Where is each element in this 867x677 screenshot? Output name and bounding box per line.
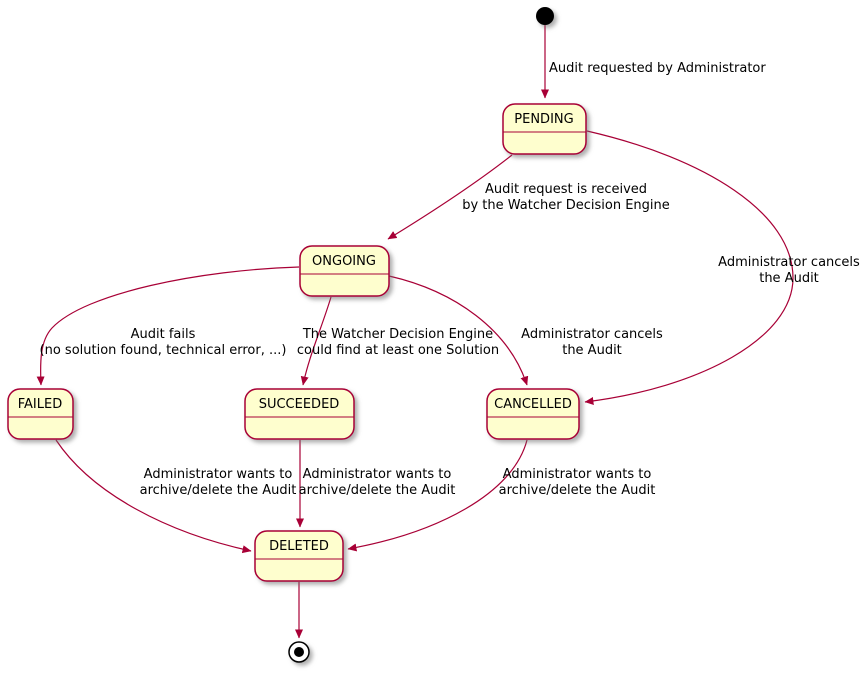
state-succeeded-label: SUCCEEDED [259, 397, 340, 412]
edge-label-ongoing-to-cancelled-line2: the Audit [562, 343, 622, 358]
edge-label-pending-to-cancelled-line1: Administrator cancels [718, 255, 860, 270]
edge-ongoing-to-cancelled [388, 275, 529, 386]
edge-label-ongoing-to-cancelled-line1: Administrator cancels [521, 327, 663, 342]
edge-label-pending-to-cancelled-line2: the Audit [759, 271, 819, 286]
state-ongoing: ONGOING [299, 245, 390, 297]
edge-label-ongoing-to-failed-line1: Audit fails [131, 327, 196, 342]
state-failed-label: FAILED [18, 397, 62, 412]
edge-labels: Audit requested by Administrator Audit r… [40, 61, 861, 498]
edge-label-pending-to-ongoing-line2: by the Watcher Decision Engine [462, 198, 670, 213]
state-failed-box [7, 388, 74, 440]
state-ongoing-box [299, 245, 390, 297]
state-cancelled: CANCELLED [486, 388, 580, 440]
edge-label-succeeded-to-deleted-line1: Administrator wants to [303, 467, 452, 482]
state-succeeded: SUCCEEDED [244, 388, 355, 440]
edge-cancelled-to-deleted [347, 439, 528, 552]
edge-pending-to-ongoing [387, 154, 513, 240]
state-pending-box [502, 103, 587, 155]
edge-label-succeeded-to-deleted-line2: archive/delete the Audit [299, 483, 456, 498]
state-deleted-label: DELETED [269, 539, 329, 554]
edges [36, 25, 794, 639]
edge-label-ongoing-to-succeeded-line2: could find at least one Solution [297, 343, 499, 358]
edge-ongoing-to-succeeded [300, 296, 332, 386]
state-succeeded-box [244, 388, 355, 440]
edge-label-ongoing-to-failed-line2: (no solution found, technical error, ...… [40, 343, 287, 358]
edge-label-pending-to-ongoing-line1: Audit request is received [485, 182, 647, 197]
edge-label-failed-to-deleted-line2: archive/delete the Audit [140, 483, 297, 498]
final-state-node [288, 641, 310, 663]
edge-pending-to-cancelled [584, 130, 794, 405]
edge-ongoing-to-failed [36, 266, 300, 386]
edge-label-start-to-pending: Audit requested by Administrator [549, 61, 766, 76]
edge-label-cancelled-to-deleted-line2: archive/delete the Audit [499, 483, 656, 498]
initial-state-dot [536, 7, 554, 25]
state-deleted: DELETED [254, 530, 344, 582]
state-pending: PENDING [502, 103, 587, 155]
final-state-inner-dot [294, 647, 304, 657]
edge-label-cancelled-to-deleted-line1: Administrator wants to [503, 467, 652, 482]
edge-label-failed-to-deleted-line1: Administrator wants to [144, 467, 293, 482]
state-cancelled-label: CANCELLED [494, 397, 572, 412]
state-ongoing-label: ONGOING [312, 254, 376, 269]
state-cancelled-box [486, 388, 580, 440]
state-failed: FAILED [7, 388, 74, 440]
state-pending-label: PENDING [514, 112, 573, 127]
edge-label-ongoing-to-succeeded-line1: The Watcher Decision Engine [302, 327, 493, 342]
state-deleted-box [254, 530, 344, 582]
edge-failed-to-deleted [55, 439, 252, 554]
